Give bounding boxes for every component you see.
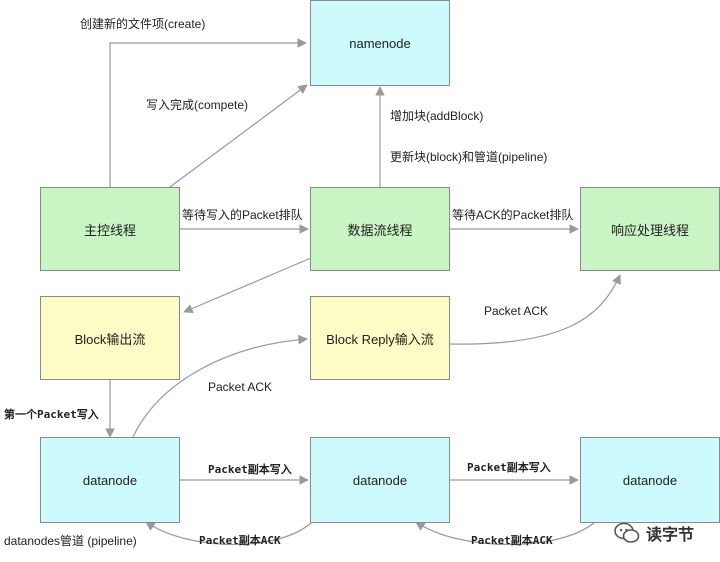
- data-streamer-box: 数据流线程: [310, 187, 450, 271]
- main-thread-box: 主控线程: [40, 187, 180, 271]
- datanode-1-box: datanode: [40, 437, 180, 523]
- label-ack-queue: 等待ACK的Packet排队: [452, 208, 574, 222]
- label-packet-ack-upper: Packet ACK: [484, 304, 549, 318]
- namenode-label: namenode: [349, 35, 411, 51]
- label-packet-queue: 等待写入的Packet排队: [182, 208, 303, 222]
- datanode-3-label: datanode: [622, 472, 678, 488]
- response-processor-label: 响应处理线程: [610, 222, 689, 238]
- edge-complete: [169, 84, 308, 188]
- watermark-text: 读字节: [646, 527, 695, 544]
- edge-to-block-output: [183, 257, 312, 314]
- label-complete: 写入完成(compete): [146, 98, 249, 112]
- data-streamer-label: 数据流线程: [347, 222, 413, 238]
- edge-create: [109, 38, 307, 187]
- label-replica-write-1: Packet副本写入: [208, 463, 292, 476]
- response-processor-box: 响应处理线程: [580, 187, 720, 271]
- block-reply-input-box: Block Reply输入流: [310, 296, 450, 380]
- datanode-2-box: datanode: [310, 437, 450, 523]
- label-replica-write-2: Packet副本写入: [467, 461, 551, 474]
- datanode-1-label: datanode: [82, 472, 138, 488]
- main-thread-label: 主控线程: [83, 222, 136, 238]
- label-create: 创建新的文件项(create): [80, 17, 206, 31]
- label-first-packet: 第一个Packet写入: [4, 408, 99, 421]
- namenode-box: namenode: [310, 0, 450, 86]
- wechat-icon: [614, 522, 640, 543]
- edge-replica-ack-2: [415, 521, 596, 545]
- edge-datanode-ack: [132, 334, 308, 438]
- block-output-label: Block输出流: [74, 331, 146, 347]
- label-replica-ack-2: Packet副本ACK: [471, 534, 553, 547]
- watermark: 读字节: [614, 519, 714, 547]
- edge-reply-to-processor: [449, 274, 621, 345]
- label-packet-ack-lower: Packet ACK: [208, 380, 273, 394]
- label-update-pipeline: 更新块(block)和管道(pipeline): [390, 150, 548, 164]
- block-reply-input-label: Block Reply输入流: [326, 331, 434, 347]
- label-add-block: 增加块(addBlock): [390, 109, 484, 123]
- label-replica-ack-1: Packet副本ACK: [199, 534, 281, 547]
- edge-replica-ack-1: [145, 521, 313, 546]
- datanode-3-box: datanode: [580, 437, 720, 523]
- label-pipeline: datanodes管道 (pipeline): [4, 534, 137, 548]
- datanode-2-label: datanode: [352, 472, 408, 488]
- block-output-box: Block输出流: [40, 296, 180, 380]
